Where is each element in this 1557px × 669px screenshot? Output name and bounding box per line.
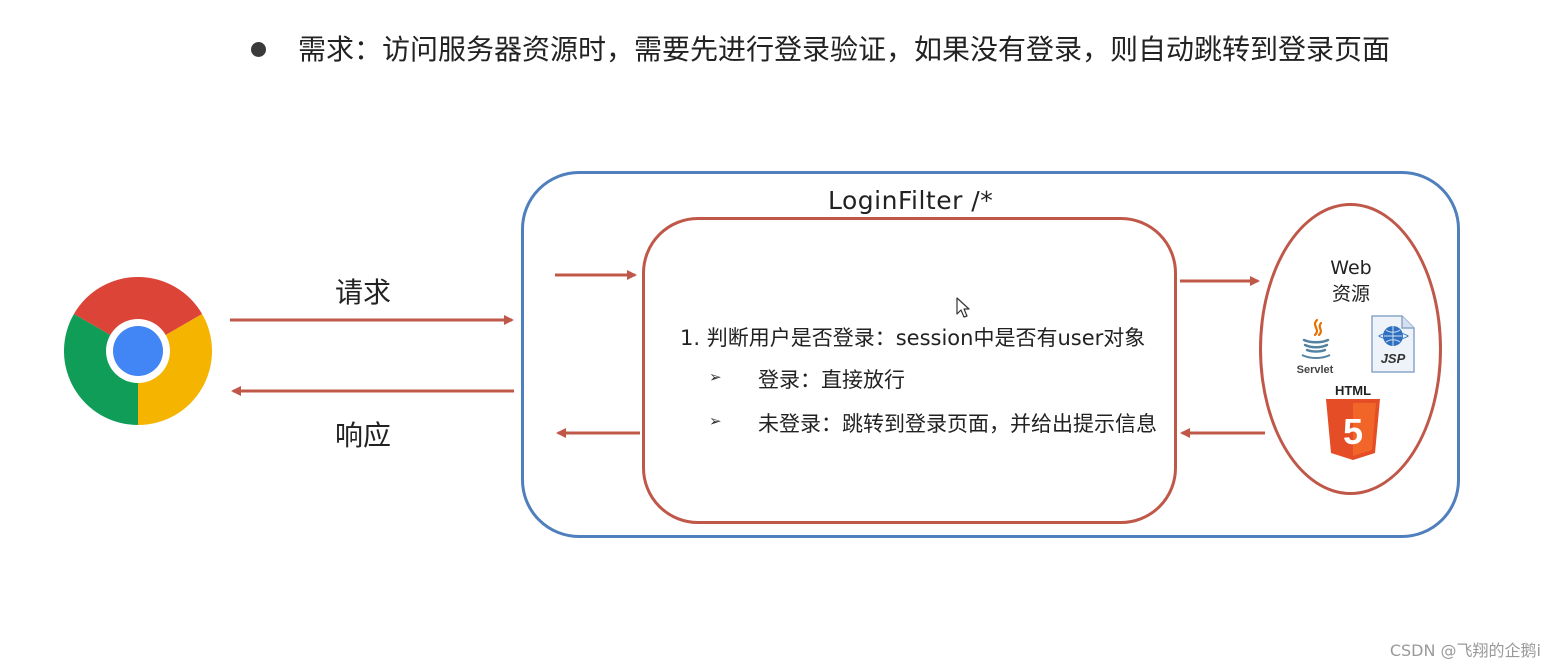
web-resources-oval xyxy=(1259,203,1442,495)
servlet-icon-label: Servlet xyxy=(1297,364,1334,376)
filter-title: LoginFilter /* xyxy=(828,186,994,215)
filter-step-check-login: 1. 判断用户是否登录：session中是否有user对象 xyxy=(680,326,1146,350)
csdn-watermark: CSDN @飞翔的企鹅i xyxy=(1389,641,1541,660)
filter-step-not-logged-in: 未登录：跳转到登录页面，并给出提示信息 xyxy=(758,412,1157,436)
svg-text:<: < xyxy=(1378,329,1385,343)
response-label: 响应 xyxy=(335,419,392,452)
chrome-logo-icon xyxy=(64,277,212,425)
login-filter-box xyxy=(642,217,1177,524)
jsp-icon: < > JSP xyxy=(1371,315,1415,373)
html5-number: 5 xyxy=(1343,411,1363,452)
html5-icon: HTML 5 xyxy=(1326,383,1380,460)
mouse-cursor-icon xyxy=(956,297,970,318)
bullet-point xyxy=(251,42,266,57)
jsp-icon-label: JSP xyxy=(1381,351,1406,366)
java-servlet-icon: Servlet xyxy=(1290,316,1340,378)
filter-step-logged-in: 登录：直接放行 xyxy=(758,368,905,392)
requirement-text: 需求：访问服务器资源时，需要先进行登录验证，如果没有登录，则自动跳转到登录页面 xyxy=(298,33,1391,66)
web-resources-label-line1: Web xyxy=(1330,257,1372,279)
request-label: 请求 xyxy=(335,276,392,309)
svg-text:>: > xyxy=(1402,329,1409,343)
arrowhead-bullet-icon: ➢ xyxy=(709,412,722,430)
server-container xyxy=(521,171,1460,538)
html-icon-label: HTML xyxy=(1335,383,1371,398)
arrowhead-bullet-icon: ➢ xyxy=(709,368,722,386)
web-resources-label-line2: 资源 xyxy=(1331,283,1370,305)
